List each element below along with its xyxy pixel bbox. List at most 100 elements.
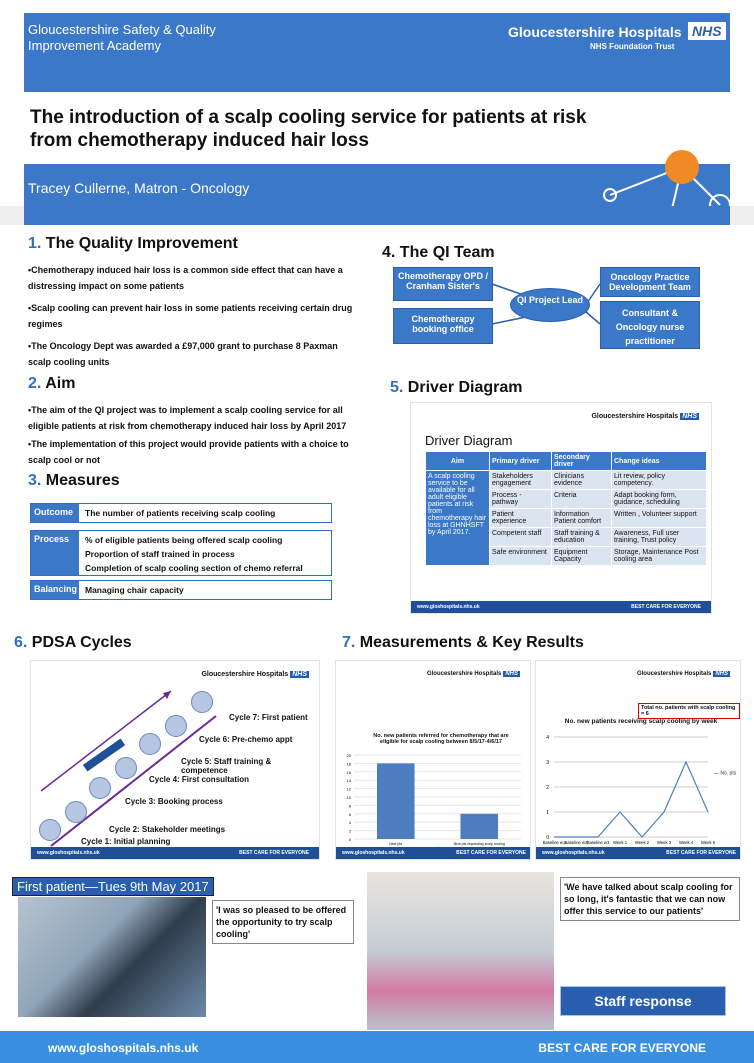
driver-cell: Adapt booking form, guidance, scheduling xyxy=(611,489,707,509)
line-chart-title: No. new patients receiving scalp cooling… xyxy=(564,718,718,725)
bullet: •Chemotherapy induced hair loss is a com… xyxy=(28,265,343,291)
bullet: •The aim of the QI project was to implem… xyxy=(28,405,347,431)
line-legend: — No. pts xyxy=(714,771,737,777)
driver-cell: Awareness, Full user training, Trust pol… xyxy=(611,527,707,547)
section-1-heading: 1. The Quality Improvement xyxy=(28,235,238,253)
footer-slogan: BEST CARE FOR EVERYONE xyxy=(538,1041,706,1055)
nhs-logo: NHS xyxy=(290,671,309,678)
first-patient-banner: First patient—Tues 9th May 2017 xyxy=(12,877,214,896)
nhs-logo: NHS xyxy=(713,671,730,677)
nhs-logo: NHS xyxy=(688,22,726,40)
line-category-label: Week 2 xyxy=(635,840,650,845)
poster-title: The introduction of a scalp cooling serv… xyxy=(30,107,587,151)
driver-table-grid: Aim Primary driver Secondary driver Chan… xyxy=(425,451,707,566)
team-box-consultant: Consultant & Oncology nurse practitioner xyxy=(600,301,700,349)
line-ytick: 4 xyxy=(546,735,549,741)
patient-photo xyxy=(18,897,206,1017)
slide-footer-url: www.gloshospitals.nhs.uk xyxy=(37,850,100,856)
driver-cell: Criteria xyxy=(551,489,612,509)
section-1-body: •Chemotherapy induced hair loss is a com… xyxy=(28,262,363,370)
section-2-heading: 2. Aim xyxy=(28,375,75,393)
slide-footer-slogan: BEST CARE FOR EVERYONE xyxy=(456,850,526,856)
line-category-label: Week 1 xyxy=(613,840,628,845)
slide-logo-text: Gloucestershire Hospitals xyxy=(636,671,712,677)
driver-header: Primary driver xyxy=(489,451,552,471)
driver-cell: Storage, Maintenance Post cooling area xyxy=(611,546,707,566)
bar-category-label: New pts requesting scalp cooling xyxy=(454,842,505,846)
slide-footer-slogan: BEST CARE FOR EVERYONE xyxy=(666,850,736,856)
section-number: 6. xyxy=(14,634,28,651)
team-box-practice: Oncology Practice Development Team xyxy=(600,267,700,297)
section-2-body: •The aim of the QI project was to implem… xyxy=(28,402,363,468)
slide-footer-url: www.gloshospitals.nhs.uk xyxy=(342,850,405,856)
bar-ytick: 16 xyxy=(347,770,352,775)
bar-ytick: 18 xyxy=(347,761,352,766)
measure-item: Proportion of staff trained in process xyxy=(85,549,235,559)
driver-cell: Patient experience xyxy=(489,508,552,528)
pdsa-cycle-label: Cycle 2: Stakeholder meetings xyxy=(109,825,226,834)
team-box-booking: Chemotherapy booking office xyxy=(393,308,493,344)
staff-response-label: Staff response xyxy=(560,986,726,1016)
bar-chart-title: No. new patients referred for chemothera… xyxy=(373,733,509,745)
orange-hub-circle xyxy=(665,150,699,184)
bar xyxy=(460,813,499,839)
measure-process: Process % of eligible patients being off… xyxy=(30,530,332,576)
bar-ytick: 8 xyxy=(349,803,352,808)
footer-url[interactable]: www.gloshospitals.nhs.uk xyxy=(48,1041,199,1055)
measure-balancing: Balancing Managing chair capacity xyxy=(30,580,332,600)
line-ytick: 1 xyxy=(546,810,549,816)
measure-items: Managing chair capacity xyxy=(85,583,184,597)
driver-cell: Process - pathway xyxy=(489,489,552,509)
section-6-heading: 6. PDSA Cycles xyxy=(14,634,132,652)
pdsa-ramp xyxy=(40,690,217,847)
line-ytick: 0 xyxy=(546,835,549,841)
section-7-heading: 7. Measurements & Key Results xyxy=(342,634,584,652)
driver-title: Driver Diagram xyxy=(425,433,513,448)
driver-cell: Stakeholders engagement xyxy=(489,470,552,490)
staff-quote: 'We have talked about scalp cooling for … xyxy=(560,877,740,921)
driver-cell: Competent staff xyxy=(489,527,552,547)
section-title: Measures xyxy=(45,472,120,489)
academy-name: Gloucestershire Safety & Quality Improve… xyxy=(28,22,216,53)
team-box-opd: Chemotherapy OPD / Cranham Sister's xyxy=(393,267,493,301)
bar-ytick: 10 xyxy=(347,795,352,800)
bar-ytick: 2 xyxy=(349,829,352,834)
line-ytick: 2 xyxy=(546,785,549,791)
driver-cell: Staff training & education xyxy=(551,527,612,547)
bar xyxy=(376,763,415,839)
pdsa-cycle-label: Cycle 6: Pre-chemo appt xyxy=(199,735,293,744)
section-number: 7. xyxy=(342,634,356,651)
total-patients-label: Total no. patients with scalp cooling = … xyxy=(638,703,740,719)
bar-ytick: 6 xyxy=(349,812,352,817)
measure-label: Outcome xyxy=(31,504,79,522)
driver-header: Secondary driver xyxy=(551,451,612,471)
patient-quote: 'I was so pleased to be offered the oppo… xyxy=(212,900,354,944)
driver-cell: Equipment Capacity xyxy=(551,546,612,566)
bar-ytick: 20 xyxy=(347,753,352,758)
measure-item: Completion of scalp cooling section of c… xyxy=(85,563,303,573)
pdsa-cycle-circle xyxy=(115,757,137,779)
pdsa-cycle-label: Cycle 1: Initial planning xyxy=(81,837,171,846)
pdsa-cycle-label: Cycle 4: First consultation xyxy=(149,775,250,784)
section-number: 5. xyxy=(390,379,404,396)
section-title: PDSA Cycles xyxy=(31,634,132,651)
author-line: Tracey Cullerne, Matron - Oncology xyxy=(28,180,250,196)
measure-item: % of eligible patients being offered sca… xyxy=(85,535,283,545)
driver-cell: Information Patient comfort xyxy=(551,508,612,528)
section-4-heading: 4. The QI Team xyxy=(382,244,495,262)
measure-items: The number of patients receiving scalp c… xyxy=(85,506,275,520)
slide-logo-text: Gloucestershire Hospitals xyxy=(426,671,502,677)
slide-logo-text: Gloucestershire Hospitals xyxy=(591,413,679,420)
measure-items: % of eligible patients being offered sca… xyxy=(85,533,303,575)
pdsa-cycle-label: Cycle 7: First patient xyxy=(229,713,308,722)
